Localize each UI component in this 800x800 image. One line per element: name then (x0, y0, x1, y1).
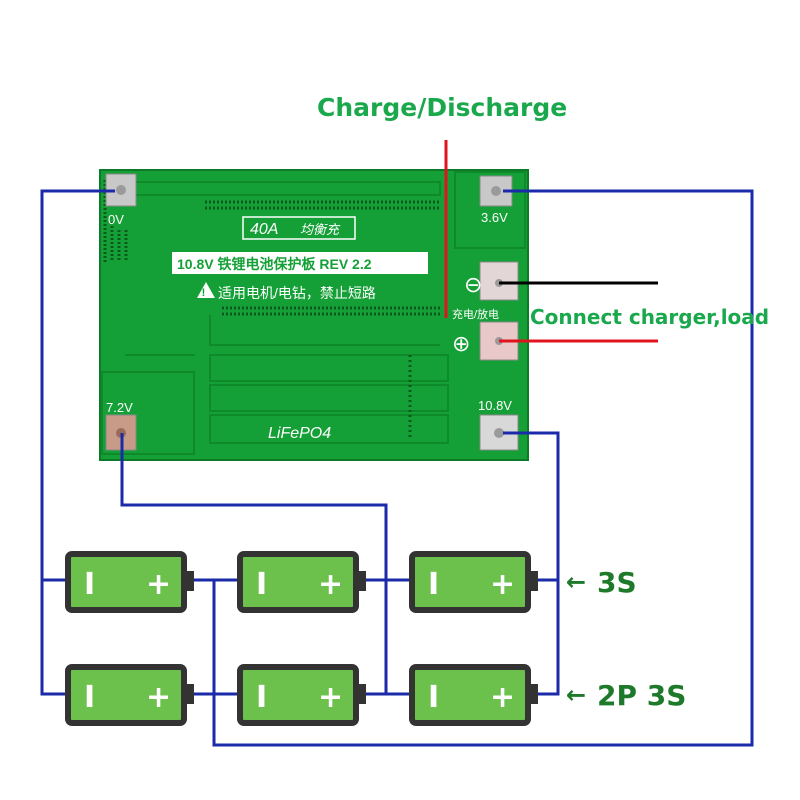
bms-board: 40A 均衡充 10.8V 铁锂电池保护板 REV 2.2 ! 适用电机/电钻，… (99, 169, 529, 461)
series-label: 3S (597, 566, 637, 599)
battery-positive: + (146, 680, 171, 715)
mosfet-strip (209, 414, 449, 444)
battery-cell: I + (409, 664, 538, 726)
wire-0v-rail (40, 189, 115, 696)
charge-discharge-title: Charge/Discharge (317, 93, 567, 122)
tap-3-6v-label: 3.6V (481, 210, 508, 225)
battery-cell: I + (65, 664, 194, 726)
current-box (242, 216, 356, 240)
port-label: 充电/放电 (452, 307, 499, 321)
battery-negative: I (84, 680, 95, 715)
trace (454, 171, 526, 249)
battery-positive: + (490, 680, 515, 715)
battery-positive: + (490, 567, 515, 602)
tap-10-8v-label: 10.8V (478, 398, 512, 413)
trace (209, 315, 440, 346)
battery-positive: + (318, 680, 343, 715)
tap-0v-label: 0V (108, 212, 124, 227)
parallel-series-label: 2P 3S (597, 679, 686, 712)
wire-10-8v (503, 431, 560, 696)
minus-icon: ⊖ (464, 272, 482, 297)
warning-label: 适用电机/电钻，禁止短路 (218, 285, 376, 301)
trace (101, 371, 195, 455)
battery-cell: I + (237, 551, 366, 613)
battery-negative: I (428, 567, 439, 602)
chemistry-label: LiFePO4 (268, 425, 331, 442)
pad-3-6v: 3.6V (479, 175, 513, 225)
arrow-icon: ← (566, 568, 586, 596)
spec-label: 10.8V 铁锂电池保护板 REV 2.2 (177, 256, 372, 272)
connect-charger-label: Connect charger,load (530, 305, 769, 329)
plus-icon: ⊕ (452, 331, 470, 356)
balance-label: 均衡充 (300, 222, 341, 237)
arrow-icon: ← (566, 681, 586, 709)
battery-cell: I + (65, 551, 194, 613)
spec-banner (172, 252, 428, 274)
battery-cell: I + (409, 551, 538, 613)
warning-icon (197, 282, 215, 298)
battery-positive: + (146, 567, 171, 602)
battery-negative: I (428, 680, 439, 715)
battery-positive: + (318, 567, 343, 602)
pad-output-minus: ⊖ (464, 261, 519, 301)
battery-negative: I (256, 680, 267, 715)
mosfet-strip (209, 384, 449, 412)
battery-row-top: I + I + I + (65, 551, 538, 613)
battery-row-bottom: I + I + I + (65, 664, 538, 726)
current-label: 40A (250, 221, 278, 238)
mosfet-strip (209, 354, 449, 382)
battery-negative: I (84, 567, 95, 602)
svg-text:!: ! (202, 287, 206, 299)
battery-cell: I + (237, 664, 366, 726)
tap-7-2v-label: 7.2V (106, 400, 133, 415)
wire-7-2v (120, 433, 388, 694)
wire-3-6v-rail (212, 189, 754, 747)
battery-negative: I (256, 567, 267, 602)
